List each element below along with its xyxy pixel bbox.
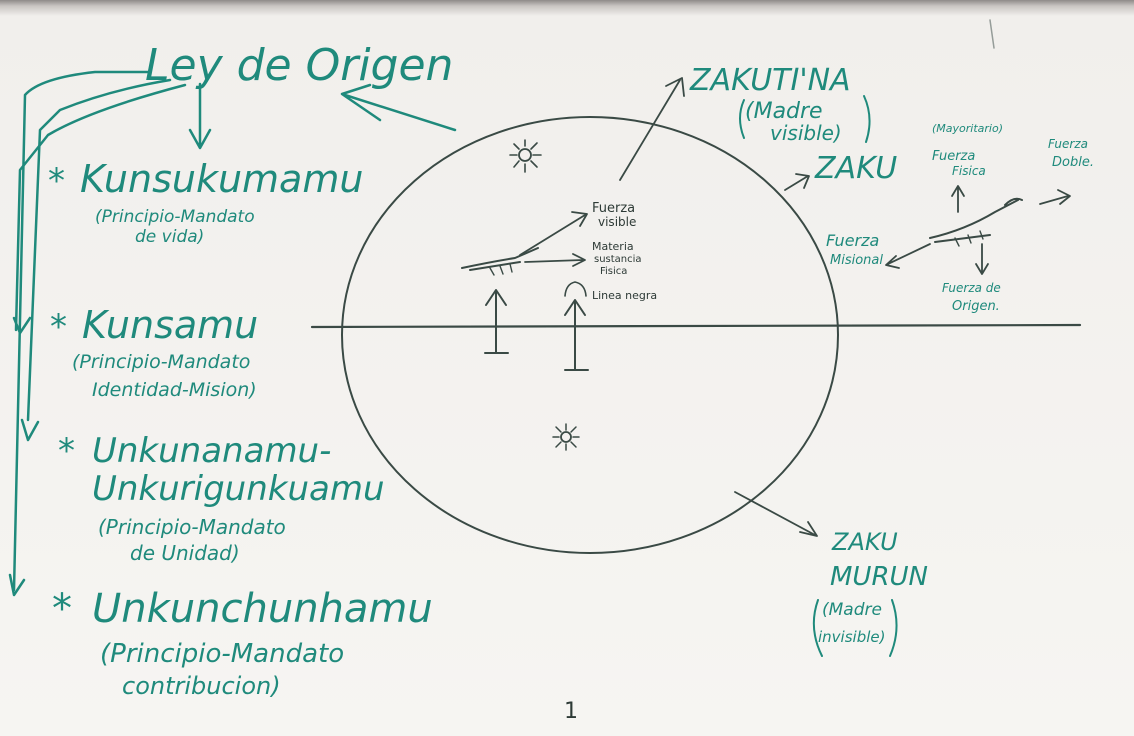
label-mayoritario: (Mayoritario) (932, 122, 1003, 135)
star-icon (553, 424, 579, 450)
world-circle (342, 117, 838, 553)
page-number: 1 (564, 699, 578, 724)
label-zaku: ZAKU (814, 151, 897, 186)
diagram-title: Ley de Origen (145, 40, 453, 91)
label-fuerza-origen-2: Origen. (952, 299, 1000, 314)
corner-mark (990, 20, 994, 48)
label-fuerza-misional-2: Misional (830, 253, 883, 268)
principle-unkunchunhamu: * Unkunchunhamu (Principio-Mandato contr… (52, 586, 433, 700)
horizon-line (312, 325, 1080, 327)
sun-icon (510, 140, 541, 172)
principle-kunsamu: * Kunsamu (Principio-Mandato Identidad-M… (50, 303, 258, 401)
asterisk-icon: * (50, 307, 67, 347)
principle-name: Kunsukumamu (80, 157, 363, 201)
principle-unkunanamu: * Unkunanamu- Unkurigunkuamu (Principio-… (58, 431, 385, 565)
label-fuerza-fisica: Fuerza (932, 149, 975, 164)
label-fuerza-visible-2: visible (598, 215, 636, 229)
arrow-fuerza-doble (1040, 190, 1070, 204)
principle-kunsukumamu: * Kunsukumamu (Principio-Mandato de vida… (48, 157, 363, 247)
label-zaku-murun-4: invisible) (818, 628, 885, 646)
principle-desc-line1: (Principio-Mandato (98, 515, 286, 539)
asterisk-icon: * (48, 161, 65, 201)
label-fuerza-misional: Fuerza (826, 231, 879, 250)
tree-icon (565, 282, 586, 296)
label-materia: Materia (592, 240, 634, 253)
label-materia-3: Fisica (600, 266, 627, 277)
asterisk-icon: * (58, 431, 75, 471)
label-materia-2: sustancia (594, 254, 642, 265)
arrow-fuerza-fisica (952, 186, 964, 212)
right-bird-icon (930, 199, 1022, 246)
label-fuerza-visible: Fuerza (592, 201, 635, 216)
principle-name: Unkunchunhamu (92, 586, 433, 632)
arrow-materia (525, 254, 585, 266)
label-fuerza-fisica-2: Fisica (952, 164, 986, 178)
arrow-fuerza-misional (886, 244, 930, 268)
arrow-zaku (785, 174, 809, 190)
arrow-fuerza-origen (976, 244, 988, 274)
arrow-fuerza-visible (520, 212, 587, 255)
upward-arrow-right (565, 300, 588, 370)
label-linea-negra: Linea negra (592, 289, 657, 302)
label-fuerza-origen: Fuerza de (942, 281, 1001, 295)
arrowhead-unkunanamu (22, 420, 38, 440)
principle-name-line2: Unkurigunkuamu (92, 469, 385, 509)
label-zakutina: ZAKUTI'NA (689, 63, 851, 98)
principle-desc-line2: de Unidad) (130, 541, 240, 565)
principle-desc-line1: (Principio-Mandato (72, 351, 250, 373)
label-zakutina-3: visible) (770, 121, 842, 145)
principle-desc-line1: (Principio-Mandato (100, 639, 344, 669)
principle-name: Kunsamu (82, 303, 258, 347)
title-down-arrow (190, 84, 210, 148)
circle-to-title-arrow (342, 85, 455, 130)
label-fuerza-doble: Fuerza (1048, 137, 1088, 151)
principle-desc-line2: Identidad-Mision) (92, 379, 257, 401)
asterisk-icon: * (52, 586, 72, 632)
upward-arrow-left (485, 290, 508, 353)
label-zaku-murun-3: (Madre (822, 600, 882, 620)
principle-name: Unkunanamu- (92, 431, 331, 471)
label-zaku-murun-2: MURUN (830, 562, 928, 592)
arrowhead-unkunchunhamu (10, 575, 24, 595)
principle-desc-line2: de vida) (135, 227, 204, 247)
principle-desc-line2: contribucion) (122, 672, 281, 700)
label-zaku-murun: ZAKU (831, 528, 898, 556)
arrow-zaku-murun (735, 492, 817, 536)
principle-desc-line1: (Principio-Mandato (95, 207, 255, 227)
label-fuerza-doble-2: Doble. (1052, 155, 1094, 170)
